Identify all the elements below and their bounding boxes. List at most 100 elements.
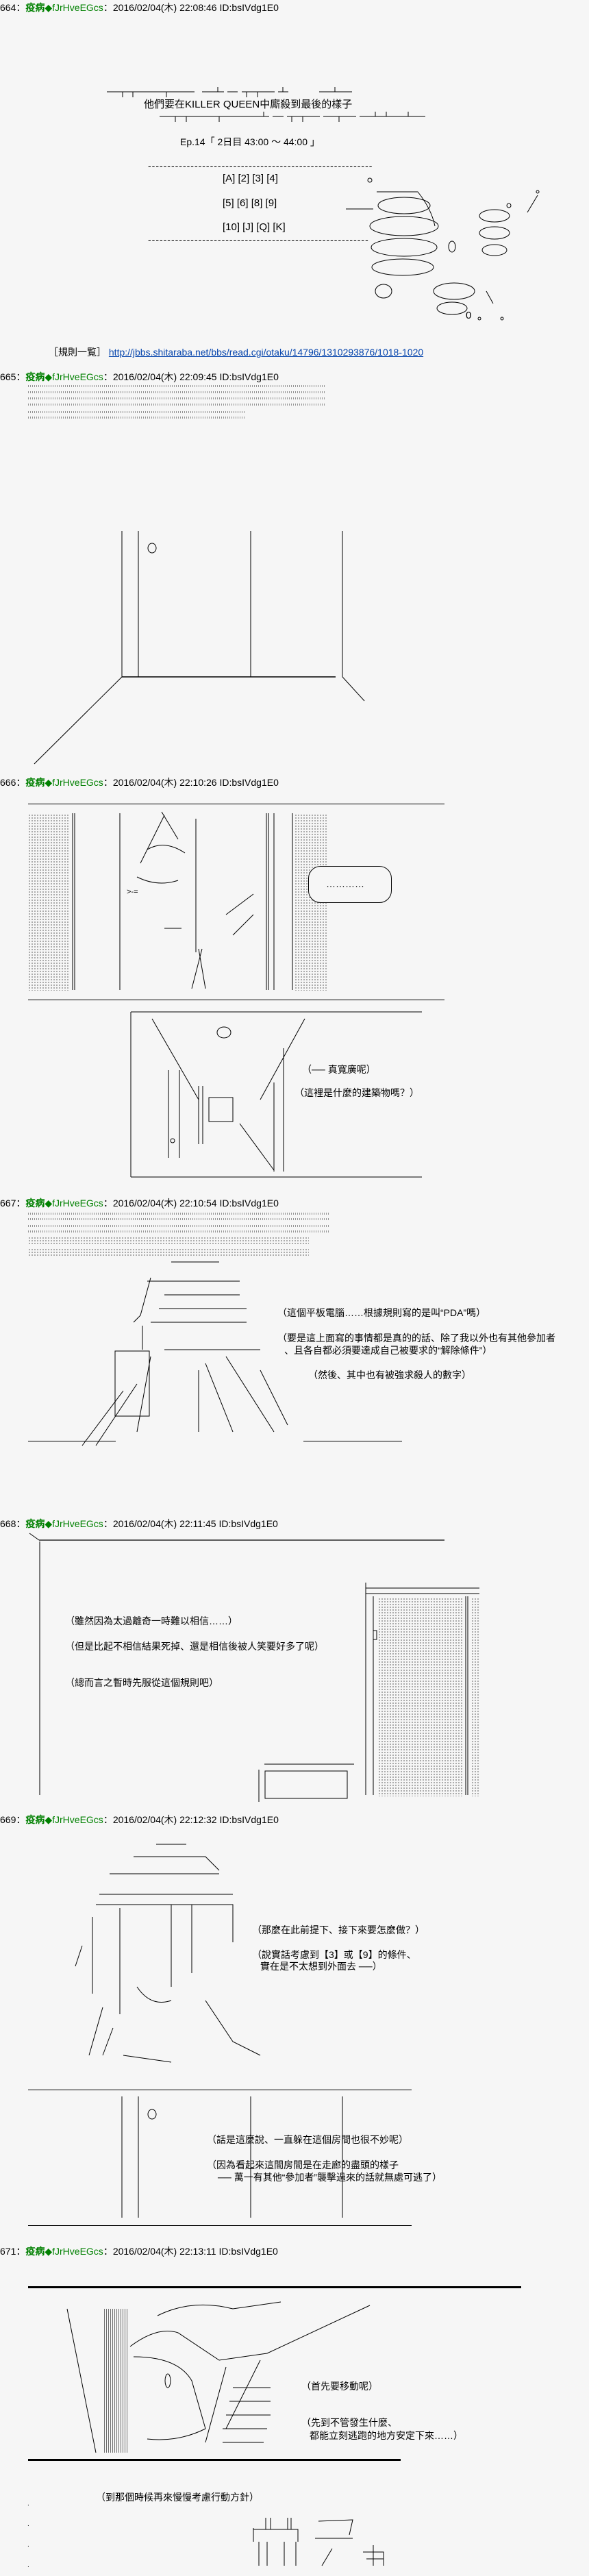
shade-row xyxy=(28,1225,329,1227)
room-corridor-art xyxy=(121,2096,343,2218)
bubble-text: ………… xyxy=(326,878,364,889)
thought-line: （這裡是什麼的建築物嗎？） xyxy=(294,1087,419,1098)
art-zero-glyph: 0 xyxy=(466,310,472,321)
cards-row-3: [10] [J] [Q] [K] xyxy=(223,221,286,233)
post-date: 2016/02/04(木) 22:09:45 xyxy=(112,371,217,382)
poster-trip: ◆fJrHveEGcs xyxy=(45,777,103,788)
post-number[interactable]: 669 xyxy=(0,1814,16,1825)
frame-bottom-rule xyxy=(28,2225,412,2226)
bubbles-art xyxy=(346,177,540,321)
poster-trip: ◆fJrHveEGcs xyxy=(45,1518,103,1529)
post-title: 他們要在KILLER QUEEN中廝殺到最後的樣子 xyxy=(144,99,353,110)
post-date: 2016/02/04(木) 22:13:11 xyxy=(112,2246,216,2257)
poster-trip: ◆fJrHveEGcs xyxy=(45,2,103,13)
rules-link-row: ［規則一覧］ http://jbbs.shitaraba.net/bbs/rea… xyxy=(49,346,423,358)
closeup-face-art xyxy=(66,2301,371,2453)
thought-line: 、且各自都必須要達成自己被要求的“解除條件”） xyxy=(284,1345,492,1356)
shade-dots xyxy=(28,1248,309,1256)
post-number[interactable]: 668 xyxy=(0,1518,16,1529)
separator: ： xyxy=(103,371,113,382)
separator: ： xyxy=(16,1814,26,1825)
shade-row xyxy=(28,385,326,387)
shade-row xyxy=(28,417,246,419)
sound-effect-glyph-art xyxy=(253,2518,384,2566)
thought-line: （到那個時候再來慢慢考慮行動方針） xyxy=(96,2492,259,2503)
post-date: 2016/02/04(木) 22:10:54 xyxy=(112,1198,217,1209)
post-header-665: 665：疫病◆fJrHveEGcs：2016/02/04(木) 22:09:45… xyxy=(0,371,279,383)
bookshelf-dots xyxy=(378,1598,463,1796)
post-date: 2016/02/04(木) 22:12:32 xyxy=(112,1814,217,1825)
thought-line: （── 真寬廣呢） xyxy=(302,1064,376,1075)
thought-line: （要是這上面寫的事情都是真的的話、除了我以外也有其他參加者 xyxy=(277,1333,555,1343)
shade-row xyxy=(28,1230,329,1233)
thought-line: （總而言之暫時先服從這個規則吧） xyxy=(65,1677,218,1688)
poster-id: ID:bsIVdg1E0 xyxy=(218,1518,278,1529)
bookshelf-dots xyxy=(471,1598,479,1796)
thought-line: 都能立刻逃跑的地方安定下來……） xyxy=(310,2430,463,2441)
thick-rule xyxy=(28,2286,521,2288)
separator: ： xyxy=(103,1518,113,1529)
poster-name: 疫病 xyxy=(25,1814,45,1825)
episode-label: Ep.14「 2日目 43:00 ～ 44:00 」 xyxy=(180,136,320,147)
thought-line: （說實話考慮到【3】或【9】的條件、 xyxy=(252,1949,416,1960)
post-header-668: 668：疫病◆fJrHveEGcs：2016/02/04(木) 22:11:45… xyxy=(0,1518,278,1530)
room-frame-art xyxy=(29,1533,479,1802)
post-header-664: 664：疫病◆fJrHveEGcs：2016/02/04(木) 22:08:46… xyxy=(0,1,279,14)
speech-bubble: ………… xyxy=(308,866,392,903)
title-frame-art xyxy=(107,87,425,122)
hall-view-art xyxy=(130,1011,422,1178)
shade-row xyxy=(28,1213,329,1215)
post-number[interactable]: 671 xyxy=(0,2246,16,2257)
thought-line: （首先要移動呢） xyxy=(301,2381,378,2392)
dash-divider: ----------------------------------------… xyxy=(148,234,369,245)
shade-row xyxy=(28,397,326,399)
post-header-666: 666：疫病◆fJrHveEGcs：2016/02/04(木) 22:10:26… xyxy=(0,776,279,789)
thinking-girl-art xyxy=(75,1844,261,2063)
thought-line: （但是比起不相信結果死掉、還是相信後被人笑要好多了呢） xyxy=(65,1641,324,1652)
separator: ： xyxy=(16,1518,26,1529)
separator: ： xyxy=(103,777,113,788)
poster-id: ID:bsIVdg1E0 xyxy=(219,2,279,13)
poster-id: ID:bsIVdg1E0 xyxy=(218,2246,278,2257)
shade-row xyxy=(28,1218,329,1220)
cards-row-2: [5] [6] [8] [9] xyxy=(223,197,277,209)
shade-row xyxy=(28,391,326,393)
separator: ： xyxy=(103,2246,113,2257)
girl-with-pda-art xyxy=(82,1261,288,1446)
thought-line: 實在是不太想到外面去 ──） xyxy=(260,1961,382,1972)
poster-name: 疫病 xyxy=(25,371,45,382)
separator: ： xyxy=(16,1198,26,1209)
poster-trip: ◆fJrHveEGcs xyxy=(45,1198,103,1209)
separator: ： xyxy=(103,1814,113,1825)
rules-label: ［規則一覧］ xyxy=(49,347,106,358)
poster-id: ID:bsIVdg1E0 xyxy=(219,777,279,788)
post-number[interactable]: 666 xyxy=(0,777,16,788)
thought-line: （然後、其中也有被強求殺人的數字） xyxy=(308,1370,471,1380)
empty-room-art xyxy=(34,531,365,765)
separator: ： xyxy=(16,371,26,382)
thought-line: （這個平板電腦……根據規則寫的是叫“PDA”嗎） xyxy=(277,1307,486,1318)
poster-id: ID:bsIVdg1E0 xyxy=(219,1198,279,1209)
rules-link[interactable]: http://jbbs.shitaraba.net/bbs/read.cgi/o… xyxy=(108,347,424,358)
separator: ： xyxy=(16,777,26,788)
thought-line: （因為看起來這間房間是在走廊的盡頭的樣子 xyxy=(207,2159,399,2170)
doorway-figure-art: >-= xyxy=(72,811,293,990)
shade-row xyxy=(28,411,246,413)
thought-line: （先到不管發生什麼、 xyxy=(301,2417,397,2428)
dot-margin: .... xyxy=(27,2500,29,2569)
shade-row xyxy=(28,404,326,406)
thought-line: （話是這麼說、一直躲在這個房間也很不妙呢） xyxy=(207,2134,408,2145)
thick-rule xyxy=(28,2459,401,2461)
wall-dots xyxy=(28,814,69,991)
post-header-671: 671：疫病◆fJrHveEGcs：2016/02/04(木) 22:13:11… xyxy=(0,2245,278,2257)
poster-name: 疫病 xyxy=(25,2,45,13)
post-number[interactable]: 665 xyxy=(0,371,16,382)
thought-line: ── 萬一有其他“參加者”襲擊過來的話就無處可逃了） xyxy=(218,2172,442,2183)
thought-line: （雖然因為太過離奇一時難以相信……） xyxy=(65,1615,238,1626)
post-number[interactable]: 667 xyxy=(0,1198,16,1209)
separator: ： xyxy=(103,1198,113,1209)
thought-line: （那麼在此前提下、接下來要怎麼做？） xyxy=(252,1924,425,1935)
post-number[interactable]: 664 xyxy=(0,2,16,13)
separator: ： xyxy=(16,2246,26,2257)
separator: ： xyxy=(16,2,26,13)
